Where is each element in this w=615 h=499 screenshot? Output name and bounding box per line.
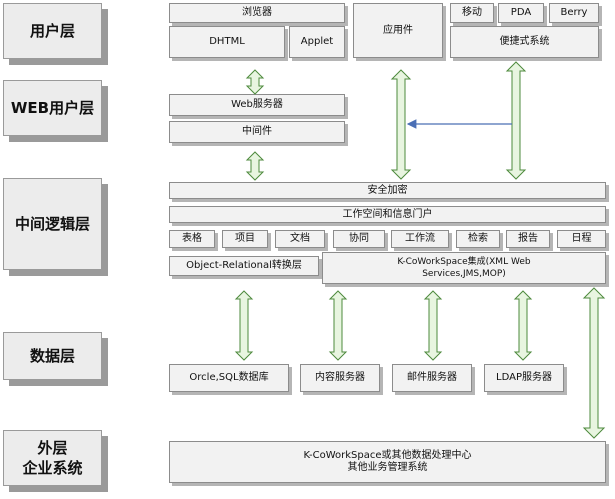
applet-box: Applet xyxy=(289,26,345,58)
workspace-portal-bar: 工作空间和信息门户 xyxy=(169,206,606,223)
object-relational-layer: Object-Relational转换层 xyxy=(169,256,319,276)
user-layer-label: 用户层 xyxy=(3,3,102,59)
database-box: Orcle,SQL数据库 xyxy=(169,364,289,392)
double-arrow-app-logic xyxy=(390,69,412,180)
ldap-server-box: LDAP服务器 xyxy=(484,364,564,392)
module-collaboration: 协同 xyxy=(333,230,385,248)
k-coworkspace-integration: K-CoWorkSpace集成(XML Web Services,JMS,MOP… xyxy=(322,252,606,284)
mail-server-box: 邮件服务器 xyxy=(392,364,472,392)
mobile-box: 移动 xyxy=(450,3,494,23)
double-arrow-mail-server xyxy=(423,290,443,361)
berry-box: Berry xyxy=(549,3,599,23)
pda-box: PDA xyxy=(498,3,544,23)
data-layer-label: 数据层 xyxy=(3,332,102,380)
double-arrow-ldap-server xyxy=(513,290,533,361)
double-arrow-or-database xyxy=(234,290,254,361)
double-arrow-browser-web xyxy=(245,69,265,95)
external-enterprise-layer-label: 外层 企业系统 xyxy=(3,430,102,486)
module-schedule: 日程 xyxy=(557,230,606,248)
module-project: 项目 xyxy=(222,230,268,248)
double-arrow-middleware-security xyxy=(245,151,265,181)
module-table: 表格 xyxy=(169,230,215,248)
double-arrow-integration-external xyxy=(582,287,606,439)
dhtml-box: DHTML xyxy=(169,26,285,58)
module-document: 文档 xyxy=(275,230,325,248)
browser-box: 浏览器 xyxy=(169,3,345,23)
module-workflow: 工作流 xyxy=(391,230,449,248)
web-user-layer-label: WEB用户层 xyxy=(3,80,102,136)
security-encryption-bar: 安全加密 xyxy=(169,182,606,199)
content-server-box: 内容服务器 xyxy=(300,364,380,392)
middle-logic-layer-label: 中间逻辑层 xyxy=(3,178,102,270)
web-server-box: Web服务器 xyxy=(169,94,345,116)
middleware-box: 中间件 xyxy=(169,121,345,143)
module-search: 检索 xyxy=(456,230,500,248)
module-report: 报告 xyxy=(506,230,550,248)
external-system-box: K-CoWorkSpace或其他数据处理中心 其他业务管理系统 xyxy=(169,441,606,483)
double-arrow-portable-logic xyxy=(505,61,527,180)
app-component-box: 应用件 xyxy=(353,3,443,58)
double-arrow-content-server xyxy=(328,290,348,361)
portable-system-box: 便捷式系统 xyxy=(450,26,599,58)
